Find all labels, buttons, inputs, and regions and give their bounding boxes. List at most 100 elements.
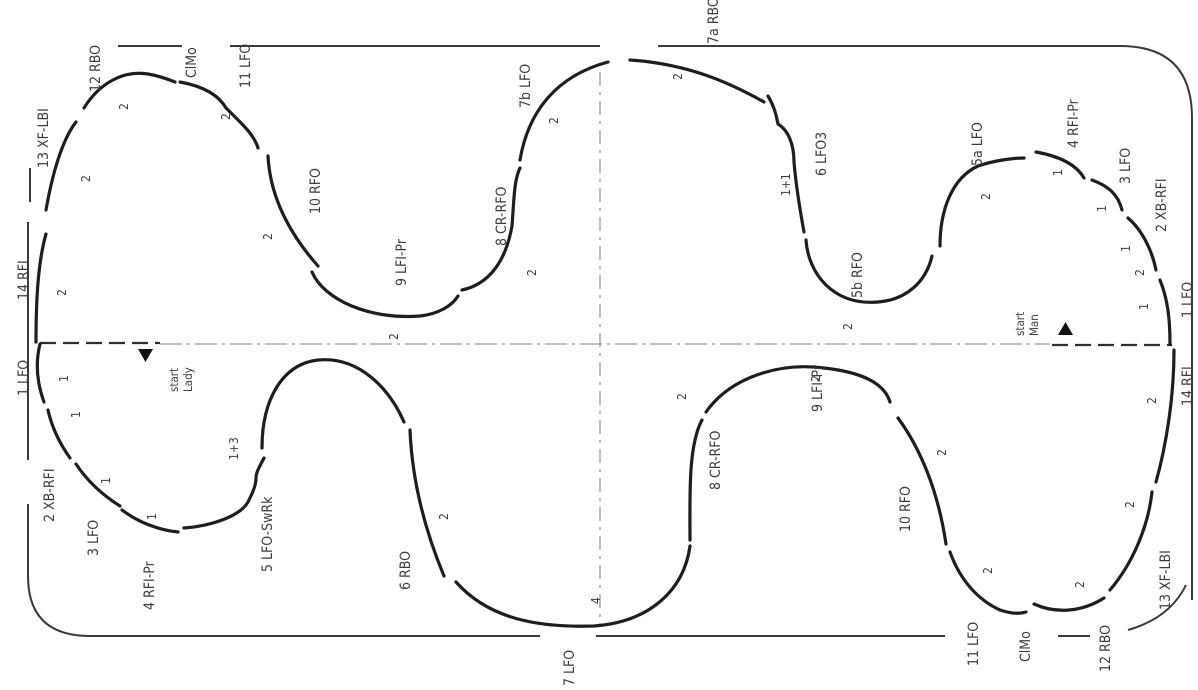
label-6-lfo3: 6 LFO3 — [814, 132, 830, 176]
count: 2 — [1145, 397, 1159, 404]
count: 4 — [589, 597, 603, 604]
step-14-rfi — [34, 232, 48, 344]
label-13-xf-lbi: 13 XF-LBI — [36, 108, 52, 168]
count: 2 — [79, 175, 93, 182]
step-6-rbo — [408, 428, 446, 578]
rink-outline — [27, 45, 1193, 637]
label-3-lfo: 3 LFO — [86, 520, 102, 556]
count: 2 — [1073, 581, 1087, 588]
count: 2 — [525, 269, 539, 276]
count: 1+1 — [779, 173, 793, 196]
label-11-lfo: 11 LFO — [238, 44, 254, 88]
count: 1 — [145, 513, 159, 520]
label-1-lfo-lady: 1 LFO — [16, 360, 32, 396]
count: 2 — [981, 567, 995, 574]
step-8-cr-rfo — [460, 166, 522, 292]
label-clmo: ClMo — [184, 47, 200, 78]
start-lady-arrow — [138, 349, 153, 362]
count: 2 — [547, 117, 561, 124]
label-7b-lfo: 7b LFO — [518, 64, 534, 108]
count: 2 — [979, 193, 993, 200]
step-11-lfo — [178, 80, 260, 150]
label-10-rfo: 10 RFO — [308, 168, 324, 214]
svg-text:start: start — [1013, 312, 1027, 336]
step-2-xb-rfi — [46, 408, 72, 460]
svg-text:Lady: Lady — [181, 367, 195, 392]
start-man-label: start Man — [1013, 312, 1041, 336]
center-axes — [160, 72, 1050, 625]
count: 1 — [1119, 245, 1133, 252]
step-5-lfo-swrk-b — [260, 358, 406, 450]
count: 1 — [69, 411, 83, 418]
lower-labels: 1 LFO 2 XB-RFI 3 LFO 4 RFI-Pr 5 LFO-SwRk… — [16, 360, 1196, 686]
step-14-rfi — [1154, 348, 1176, 484]
start-lady-label: start Lady — [167, 367, 195, 392]
label-2-xb-rfi: 2 XB-RFI — [1154, 178, 1170, 232]
upper-pattern — [34, 58, 1172, 346]
upper-labels: 12 RBO ClMo 11 LFO 7b LFO 7a RBO 10 RFO … — [16, 0, 1196, 318]
label-5a-lfo: 5a LFO — [970, 122, 986, 166]
label-6-rbo: 6 RBO — [398, 551, 414, 590]
step-6-lfo3 — [766, 94, 806, 234]
step-5-lfo-swrk — [182, 456, 266, 530]
step-3-lfo — [1090, 178, 1124, 212]
label-11-lfo: 11 LFO — [966, 622, 982, 666]
step-10-rfo — [266, 154, 320, 268]
label-10-rfo: 10 RFO — [898, 486, 914, 532]
svg-text:start: start — [167, 368, 181, 392]
start-man-arrow — [1058, 322, 1073, 335]
svg-text:Man: Man — [1027, 314, 1041, 336]
label-7a-rbo: 7a RBO — [706, 0, 722, 44]
label-12-rbo: 12 RBO — [1098, 625, 1114, 672]
step-4-rfi-pr — [120, 508, 180, 534]
step-3-lfo — [74, 462, 122, 508]
step-7b-lfo — [518, 60, 610, 162]
label-1-lfo-man: 1 LFO — [1180, 282, 1196, 318]
count: 2 — [671, 73, 685, 80]
label-7-lfo: 7 LFO — [562, 650, 578, 686]
step-5a-lfo — [938, 156, 1026, 248]
beat-counts: 2 2 2 2 2 2 2 2 2 2 1+1 2 1 1 1 1 2 1 1 … — [55, 73, 1159, 604]
count: 2 — [219, 113, 233, 120]
step-9-lfi-pr — [704, 365, 892, 414]
label-4-rfi-pr: 4 RFI-Pr — [1066, 98, 1082, 148]
step-2-xb-rfi — [1126, 216, 1158, 272]
label-5b-rfo: 5b RFO — [850, 252, 866, 298]
count: 1+3 — [227, 437, 241, 460]
label-clmo: ClMo — [1018, 631, 1034, 662]
step-7-lfo — [454, 544, 692, 628]
label-3-lfo: 3 LFO — [1118, 148, 1134, 184]
count: 2 — [387, 333, 401, 340]
step-10-rfo — [896, 416, 948, 546]
count: 2 — [935, 449, 949, 456]
count: 2 — [675, 393, 689, 400]
step-1-lfo — [1158, 278, 1172, 346]
step-12-rbo — [1032, 596, 1106, 612]
count: 1 — [99, 477, 113, 484]
label-9-lfi-pr: 9 LFI-Pr — [810, 364, 826, 412]
count: 2 — [437, 513, 451, 520]
lower-pattern — [35, 342, 1176, 628]
label-5-lfo-swrk: 5 LFO-SwRk — [260, 496, 276, 572]
step-7a-rbo — [628, 58, 766, 104]
count: 2 — [1123, 501, 1137, 508]
count: 2 — [841, 323, 855, 330]
step-13-xf-lbi — [44, 120, 78, 212]
label-14-rfi: 14 RFI — [1180, 366, 1196, 406]
step-1-lfo — [35, 342, 46, 404]
label-4-rfi-pr: 4 RFI-Pr — [142, 560, 158, 610]
count: 2 — [809, 375, 823, 382]
step-5b-rfo — [804, 238, 934, 304]
count: 2 — [261, 233, 275, 240]
count: 2 — [55, 289, 69, 296]
step-11-lfo — [948, 550, 1028, 615]
label-8-cr-rfo: 8 CR-RFO — [708, 430, 724, 490]
label-9-lfi-pr: 9 LFI-Pr — [394, 238, 410, 286]
label-8-cr-rfo: 8 CR-RFO — [494, 186, 510, 246]
count: 1 — [57, 375, 71, 382]
label-12-rbo: 12 RBO — [88, 45, 104, 92]
step-8-cr-rfo — [688, 418, 704, 542]
count: 2 — [1133, 269, 1147, 276]
step-4-rfi-pr — [1034, 150, 1086, 180]
